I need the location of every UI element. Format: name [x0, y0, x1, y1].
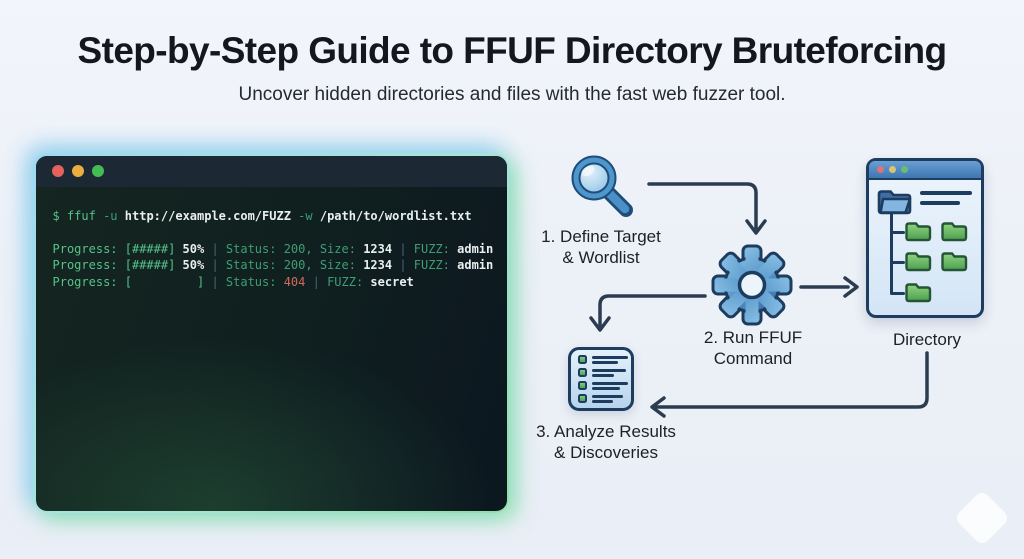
mini-minimize-dot-icon — [889, 166, 896, 173]
result-row — [578, 381, 628, 390]
tree-branch-line — [891, 261, 905, 264]
directory-window-icon — [866, 158, 984, 318]
step2-label-line2: Command — [713, 349, 793, 368]
header: Step-by-Step Guide to FFUF Directory Bru… — [0, 0, 1024, 106]
page-title: Step-by-Step Guide to FFUF Directory Bru… — [77, 30, 948, 71]
checkbox-icon — [578, 355, 587, 364]
directory-label: Directory — [892, 330, 961, 349]
directory-tree — [869, 180, 981, 313]
step2-label: 2. Run FFUF Command — [638, 327, 868, 369]
watermark-diamond-icon — [953, 489, 1011, 547]
file-label-line — [920, 191, 972, 195]
zoom-button-icon — [91, 165, 104, 177]
subfolder-icon — [905, 252, 932, 272]
gear-icon — [711, 244, 793, 326]
result-row — [578, 368, 626, 377]
root-folder-icon — [877, 190, 912, 215]
terminal-window: $ ffuf -u http://example.com/FUZZ -w /pa… — [33, 153, 509, 513]
arrow-step1-to-step2-head — [745, 219, 767, 235]
checkbox-icon — [578, 368, 587, 377]
tree-branch-line — [891, 231, 905, 234]
result-row — [578, 355, 628, 364]
arrow-step2-to-step3 — [598, 294, 707, 327]
step1-label-line2: & Wordlist — [562, 248, 640, 267]
minimize-button-icon — [71, 165, 84, 177]
magnifier-icon — [571, 155, 633, 217]
file-label-line — [920, 201, 960, 205]
step1-label: 1. Define Target & Wordlist — [486, 226, 716, 268]
step1-label-line1: 1. Define Target — [541, 227, 661, 246]
tree-branch-line — [891, 292, 905, 295]
result-row — [578, 394, 624, 403]
arrow-step2-to-step3-head — [589, 316, 611, 332]
subfolder-icon — [905, 222, 932, 242]
terminal-titlebar — [35, 155, 507, 187]
results-list-icon — [568, 347, 634, 411]
checkbox-icon — [578, 381, 587, 390]
step2-label-line1: 2. Run FFUF — [703, 328, 803, 347]
subfolder-icon — [941, 222, 968, 242]
arrow-directory-to-step3-head — [650, 396, 666, 418]
directory-window-titlebar — [869, 161, 981, 180]
page-subtitle: Uncover hidden directories and files wit… — [238, 84, 786, 105]
step3-label-line2: & Discoveries — [554, 443, 658, 462]
arrow-step2-to-directory-head — [843, 276, 859, 298]
terminal-output: $ ffuf -u http://example.com/FUZZ -w /pa… — [52, 208, 494, 289]
arrow-step1-to-step2 — [647, 182, 758, 230]
subfolder-icon — [941, 252, 968, 272]
close-button-icon — [51, 165, 64, 177]
tree-trunk-line — [890, 212, 893, 295]
mini-close-dot-icon — [877, 166, 884, 173]
step3-label: 3. Analyze Results & Discoveries — [491, 421, 721, 463]
subfolder-icon — [905, 283, 932, 303]
step3-label-line1: 3. Analyze Results — [536, 422, 676, 441]
terminal: $ ffuf -u http://example.com/FUZZ -w /pa… — [35, 155, 507, 511]
checkbox-icon — [578, 394, 587, 403]
mini-zoom-dot-icon — [901, 166, 908, 173]
